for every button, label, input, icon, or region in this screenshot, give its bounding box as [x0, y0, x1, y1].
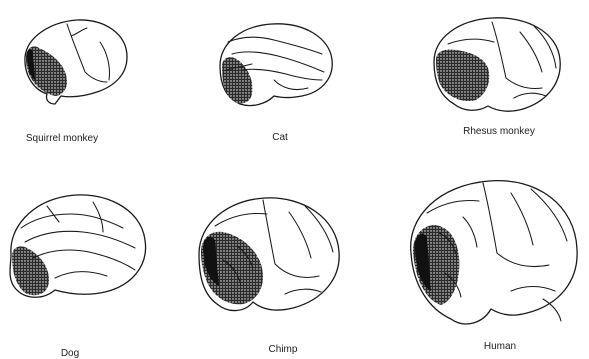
- rhesus-monkey-brain: [428, 10, 568, 118]
- label-dog: Dog: [61, 348, 79, 359]
- label-squirrel-monkey: Squirrel monkey: [26, 133, 98, 144]
- label-rhesus-monkey: Rhesus monkey: [463, 126, 535, 137]
- label-cat: Cat: [272, 132, 288, 143]
- dog-brain: [3, 182, 153, 314]
- human-brain: [403, 173, 583, 333]
- squirrel-monkey-brain: [15, 12, 135, 112]
- cat-brain: [212, 14, 342, 114]
- label-chimp: Chimp: [269, 344, 298, 355]
- chimp-brain: [193, 190, 345, 320]
- label-human: Human: [484, 341, 516, 352]
